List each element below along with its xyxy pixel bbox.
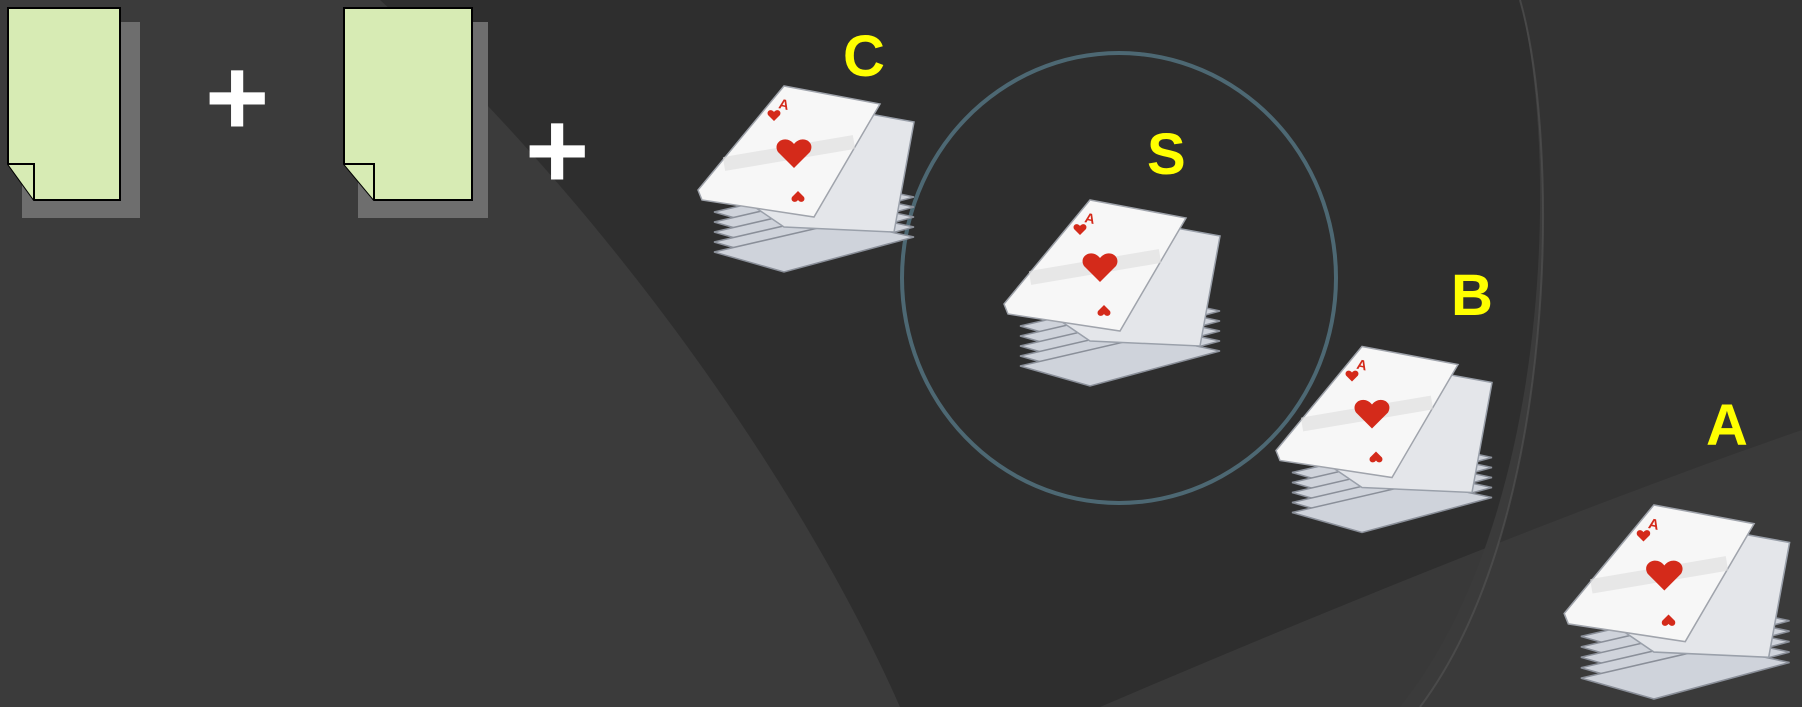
deck-label-a: A xyxy=(1706,393,1748,458)
deck-label-c: C xyxy=(843,24,885,89)
svg-text:A: A xyxy=(1355,356,1368,374)
card-deck-b-icon: A xyxy=(1275,345,1493,534)
plus-operator-2: + xyxy=(525,89,590,212)
card-deck-s-icon: A xyxy=(1003,199,1221,387)
deck-label-b: B xyxy=(1451,263,1493,328)
svg-text:A: A xyxy=(777,95,790,113)
svg-text:A: A xyxy=(1083,209,1096,227)
plus-operator-1: + xyxy=(205,36,270,159)
svg-text:A: A xyxy=(1647,516,1661,534)
card-deck-a-icon: A xyxy=(1563,504,1791,700)
deck-label-s: S xyxy=(1147,122,1186,187)
highlight-circle xyxy=(900,51,1338,505)
document-icon-1 xyxy=(7,7,140,218)
document-icon-2 xyxy=(343,7,488,218)
card-deck-c-icon: A xyxy=(697,85,915,273)
